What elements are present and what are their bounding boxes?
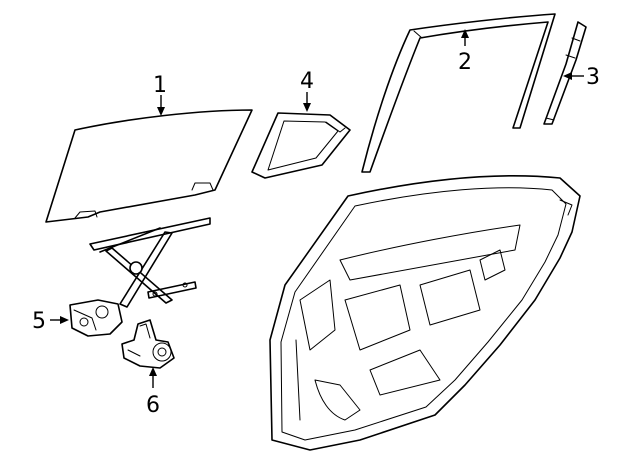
run-channel (361, 13, 556, 173)
callout-1: 1 (153, 73, 167, 98)
regulator-bracket (69, 299, 123, 337)
callout-5: 5 (32, 309, 46, 334)
door-glass (45, 109, 253, 223)
callout-4: 4 (300, 69, 314, 94)
callout-6: 6 (146, 393, 160, 418)
window-motor (121, 319, 175, 369)
rear-channel (543, 21, 587, 125)
leader-lines (50, 29, 584, 388)
window-regulator (89, 217, 211, 308)
callout-2: 2 (458, 50, 472, 75)
quarter-window (251, 112, 351, 179)
callout-3: 3 (586, 65, 600, 90)
door-inner-panel (269, 174, 581, 451)
